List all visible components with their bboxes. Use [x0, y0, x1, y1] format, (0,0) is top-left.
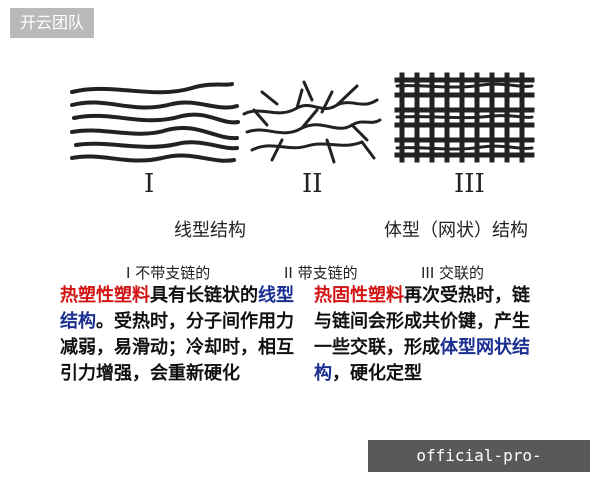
thermoplastic-text-1: 具有长链状的 — [150, 285, 258, 306]
team-badge: 开云团队 — [10, 8, 95, 38]
crosslinked-network — [394, 72, 535, 163]
thermoplastic-structure: 线型结构 — [60, 285, 294, 332]
thermoset-text-2: ，硬化定型 — [332, 363, 422, 384]
linear-unbranched-chains — [70, 82, 240, 163]
thermoset-paragraph: 热固性塑料再次受热时，链与链间会形成共价键，产生一些交联，形成体型网状结构，硬化… — [314, 283, 544, 387]
branched-chains — [242, 80, 382, 164]
thermoplastic-text-2: 。受热时，分子间作用力减弱，易滑动；冷却时，相互引力增强，会重新硬化 — [60, 311, 294, 384]
thermoset-title: 热固性塑料 — [314, 285, 404, 306]
thermoplastic-title: 热塑性塑料 — [60, 285, 150, 306]
label-i: I — [144, 169, 154, 199]
subcaption-i: I 不带支链的 — [126, 264, 211, 282]
thermoplastic-paragraph: 热塑性塑料具有长链状的线型结构。受热时，分子间作用力减弱，易滑动；冷却时，相互引… — [60, 283, 295, 387]
subcaption-ii: II 带支链的 — [284, 264, 358, 282]
label-iii: III — [454, 169, 485, 199]
thermoset-structure: 体型网状结构 — [314, 337, 530, 384]
site-watermark: official-pro-kaiyun.com.cn — [368, 440, 590, 497]
structure-captions: 线型结构 体型（网状）结构 — [0, 216, 600, 256]
caption-network: 体型（网状）结构 — [384, 220, 528, 241]
polymer-structure-diagram: I II III — [70, 72, 535, 199]
thermoset-text-1: 再次受热时，链与链间会形成共价键，产生一些交联，形成 — [314, 285, 530, 358]
subcaption-iii: III 交联的 — [421, 264, 485, 282]
label-ii: II — [302, 169, 323, 199]
caption-linear: 线型结构 — [174, 220, 246, 241]
